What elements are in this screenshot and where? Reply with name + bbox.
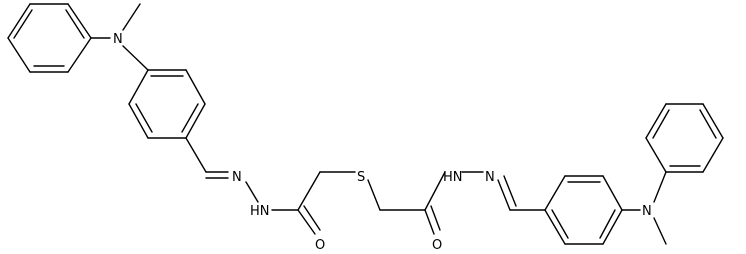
atom-n-right: N: [642, 204, 652, 219]
bonds: [7, 3, 724, 245]
atom-n-left: N: [113, 32, 123, 47]
atom-hydrazone-nh-left: HN: [250, 204, 270, 219]
atom-labels: N N HN O S O HN N N: [113, 32, 652, 253]
atom-oxygen-left: O: [315, 238, 325, 253]
atom-hydrazone-n-right: N: [485, 170, 495, 185]
atom-hydrazone-nh-right: HN: [443, 170, 463, 185]
atom-sulfur: S: [357, 170, 365, 185]
atom-hydrazone-n-left: N: [232, 170, 242, 185]
atom-oxygen-right: O: [432, 238, 442, 253]
